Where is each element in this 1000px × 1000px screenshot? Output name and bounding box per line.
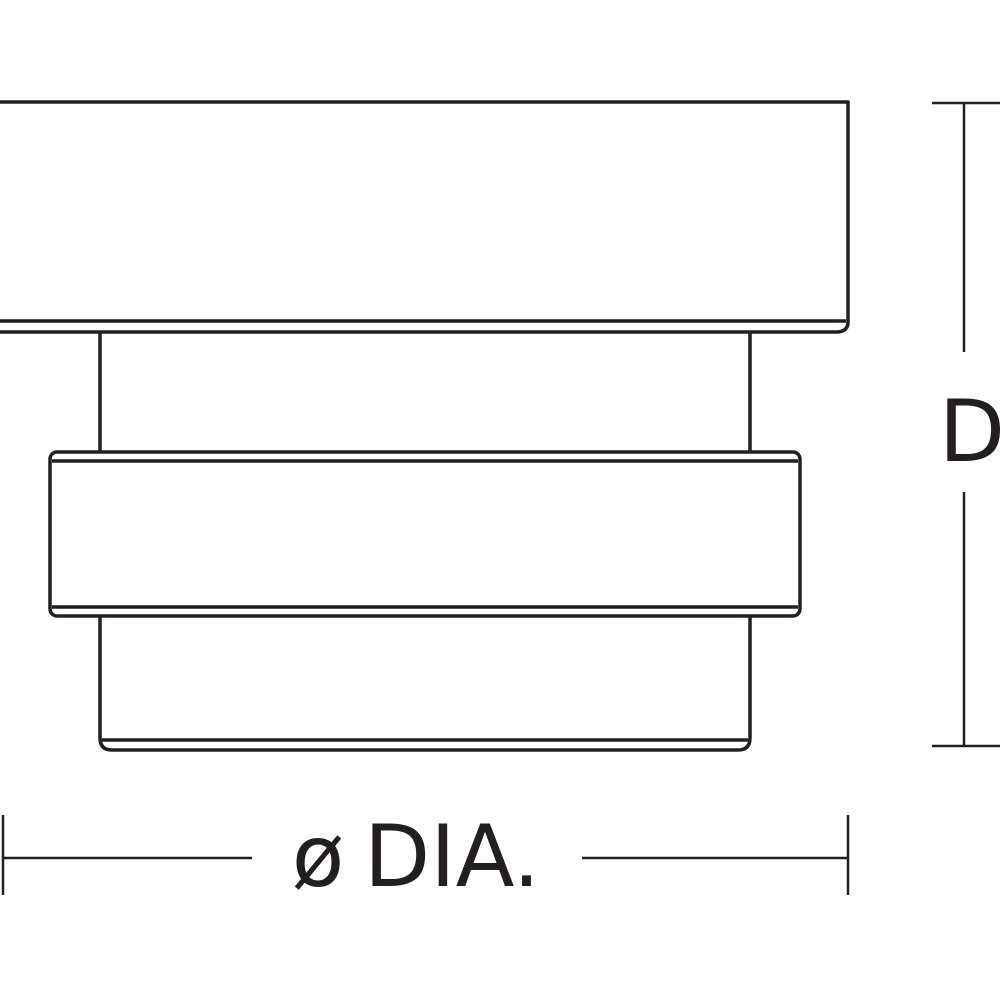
depth-label: D: [939, 382, 1000, 482]
middle-band: [48, 450, 802, 618]
upper-cylinder: [98, 323, 752, 467]
diameter-label: DIA.: [364, 807, 540, 907]
lower-cylinder: [98, 603, 752, 752]
diameter-dimension: ø DIA.: [1, 807, 850, 907]
diameter-symbol: ø: [292, 807, 345, 907]
canopy: [0, 100, 850, 334]
depth-dimension: D: [932, 101, 1000, 748]
